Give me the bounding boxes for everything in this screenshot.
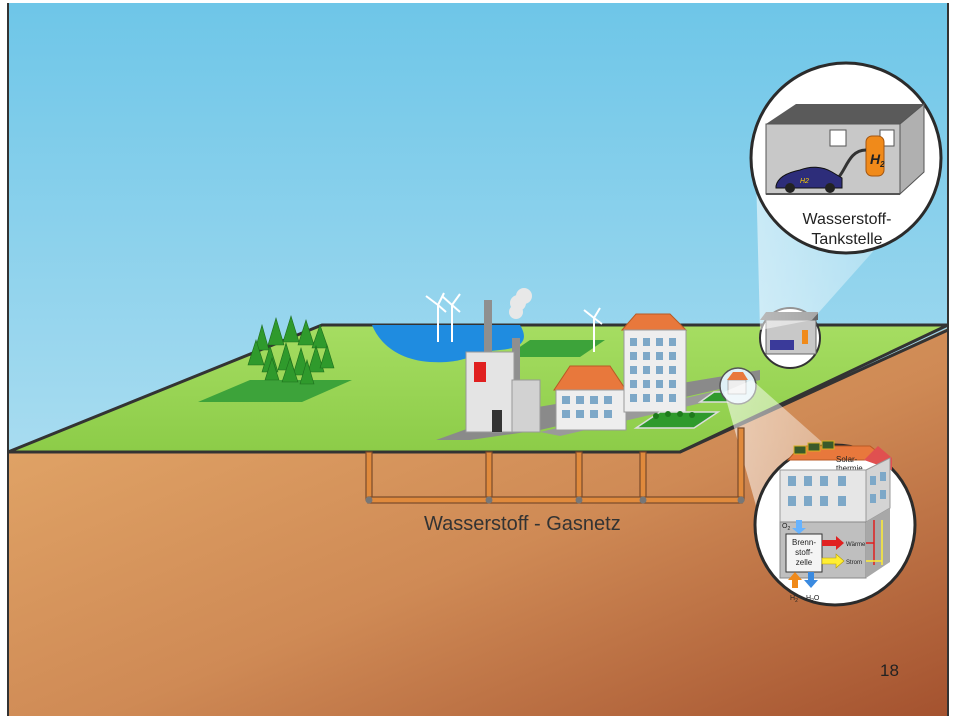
apartment-tower: [620, 313, 688, 413]
fuel-cell-line3: zelle: [796, 558, 813, 567]
station-callout: H2 H2 Wasserstoff- Tankstelle: [749, 61, 943, 255]
hydrogen-car: [775, 166, 843, 189]
wind-turbines: [425, 292, 603, 352]
hydrogen-arrow: [788, 572, 802, 588]
power-arrow: [821, 553, 845, 569]
heat-arrow: [822, 536, 844, 550]
field-left: [198, 380, 352, 402]
station-title-line2: Tankstelle: [811, 231, 882, 248]
field-center: [505, 340, 605, 357]
house-callout: Solar- thermie Brenn- stoff- zelle Wärme…: [753, 440, 917, 607]
page-number: 18: [880, 661, 899, 680]
solar-label-line1: Solar-: [836, 455, 858, 464]
fuel-cell-line2: stoff-: [795, 548, 813, 557]
car-h2-label: H2: [800, 178, 809, 185]
fuel-cell-line1: Brenn-: [792, 538, 816, 547]
fuel-cell-box: [785, 533, 823, 573]
network-label: Wasserstoff - Gasnetz: [424, 513, 621, 535]
water-label: H2O: [806, 595, 820, 604]
tank-h2-symbol: H2: [870, 151, 885, 169]
oxygen-label: O2: [782, 523, 790, 532]
oxygen-arrow: [792, 520, 806, 534]
forest: [247, 314, 335, 385]
hydrogen-label: H2: [790, 595, 798, 604]
water-arrow: [804, 572, 818, 588]
station-title-line1: Wasserstoff-: [803, 211, 892, 228]
power-plant: [465, 288, 541, 433]
solar-label-line2: thermie: [836, 464, 863, 473]
heat-label: Wärme: [846, 542, 866, 548]
power-label: Strom: [846, 560, 862, 566]
house-small: [553, 365, 627, 431]
earth-cross-section: [8, 328, 948, 716]
